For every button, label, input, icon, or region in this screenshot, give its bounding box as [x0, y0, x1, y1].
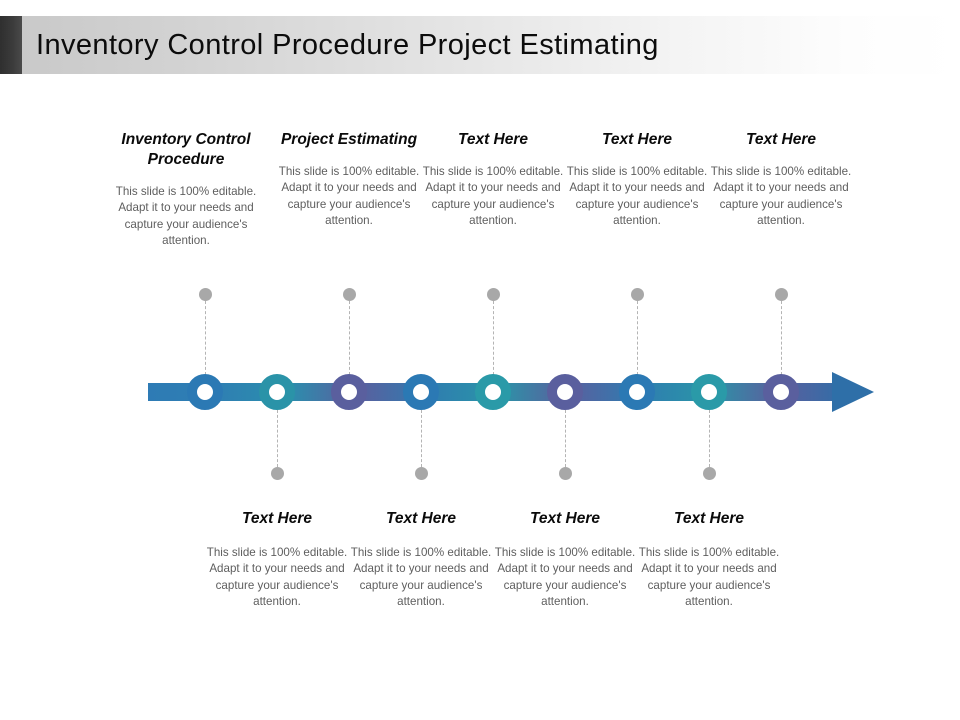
bottom-column-2-body: This slide is 100% editable. Adapt it to…	[350, 546, 492, 609]
connector-dot-top-1	[198, 288, 212, 301]
top-column-1-heading: Inventory Control Procedure	[121, 131, 251, 168]
connector-line-bottom-2	[421, 410, 422, 467]
timeline-node-7[interactable]	[619, 374, 655, 410]
bottom-column-2: Text Here This slide is 100% editable. A…	[340, 509, 502, 611]
top-column-2: Project Estimating This slide is 100% ed…	[268, 130, 430, 230]
connector-line-bottom-1	[277, 410, 278, 467]
top-column-4-heading: Text Here	[601, 131, 673, 148]
timeline-node-2[interactable]	[259, 374, 295, 410]
timeline-node-4[interactable]	[403, 374, 439, 410]
connector-dot-top-2	[342, 288, 356, 301]
connector-line-top-4	[637, 301, 638, 375]
timeline-node-6[interactable]	[547, 374, 583, 410]
timeline-node-1[interactable]	[187, 374, 223, 410]
top-column-3-heading: Text Here	[457, 131, 529, 148]
top-column-3-body: This slide is 100% editable. Adapt it to…	[422, 165, 564, 228]
bottom-column-4: Text Here This slide is 100% editable. A…	[628, 509, 790, 611]
top-column-1: Inventory Control Procedure This slide i…	[105, 130, 267, 250]
timeline-node-5[interactable]	[475, 374, 511, 410]
top-column-2-heading: Project Estimating	[280, 131, 418, 148]
bottom-column-1-body: This slide is 100% editable. Adapt it to…	[206, 546, 348, 609]
top-column-2-body: This slide is 100% editable. Adapt it to…	[278, 165, 420, 228]
top-column-5: Text Here This slide is 100% editable. A…	[700, 130, 862, 230]
bottom-column-2-heading: Text Here	[385, 510, 457, 527]
top-column-5-body: This slide is 100% editable. Adapt it to…	[710, 165, 852, 228]
arrow-head-icon	[832, 372, 874, 412]
bottom-column-3-body: This slide is 100% editable. Adapt it to…	[494, 546, 636, 609]
timeline-node-3[interactable]	[331, 374, 367, 410]
top-column-4-body: This slide is 100% editable. Adapt it to…	[566, 165, 708, 228]
connector-dot-bottom-3	[558, 467, 572, 480]
top-column-1-body: This slide is 100% editable. Adapt it to…	[115, 185, 257, 248]
connector-line-top-2	[349, 301, 350, 375]
top-column-5-heading: Text Here	[745, 131, 817, 148]
bottom-column-4-heading: Text Here	[673, 510, 745, 527]
bottom-column-3-heading: Text Here	[529, 510, 601, 527]
page-title: Inventory Control Procedure Project Esti…	[36, 28, 659, 61]
title-accent-block	[0, 16, 22, 74]
bottom-column-1: Text Here This slide is 100% editable. A…	[196, 509, 358, 611]
bottom-column-1-heading: Text Here	[241, 510, 313, 527]
connector-line-top-5	[781, 301, 782, 375]
connector-dot-bottom-2	[414, 467, 428, 480]
connector-line-bottom-3	[565, 410, 566, 467]
connector-line-bottom-4	[709, 410, 710, 467]
connector-dot-bottom-1	[270, 467, 284, 480]
timeline-node-9[interactable]	[763, 374, 799, 410]
connector-dot-top-5	[774, 288, 788, 301]
title-gradient-block: Inventory Control Procedure Project Esti…	[22, 16, 960, 74]
connector-dot-bottom-4	[702, 467, 716, 480]
connector-line-top-1	[205, 301, 206, 375]
connector-dot-top-4	[630, 288, 644, 301]
timeline-node-8[interactable]	[691, 374, 727, 410]
slide-title-bar: Inventory Control Procedure Project Esti…	[0, 16, 960, 74]
top-column-3: Text Here This slide is 100% editable. A…	[412, 130, 574, 230]
bottom-column-3: Text Here This slide is 100% editable. A…	[484, 509, 646, 611]
connector-dot-top-3	[486, 288, 500, 301]
bottom-column-4-body: This slide is 100% editable. Adapt it to…	[638, 546, 780, 609]
top-column-4: Text Here This slide is 100% editable. A…	[556, 130, 718, 230]
connector-line-top-3	[493, 301, 494, 375]
